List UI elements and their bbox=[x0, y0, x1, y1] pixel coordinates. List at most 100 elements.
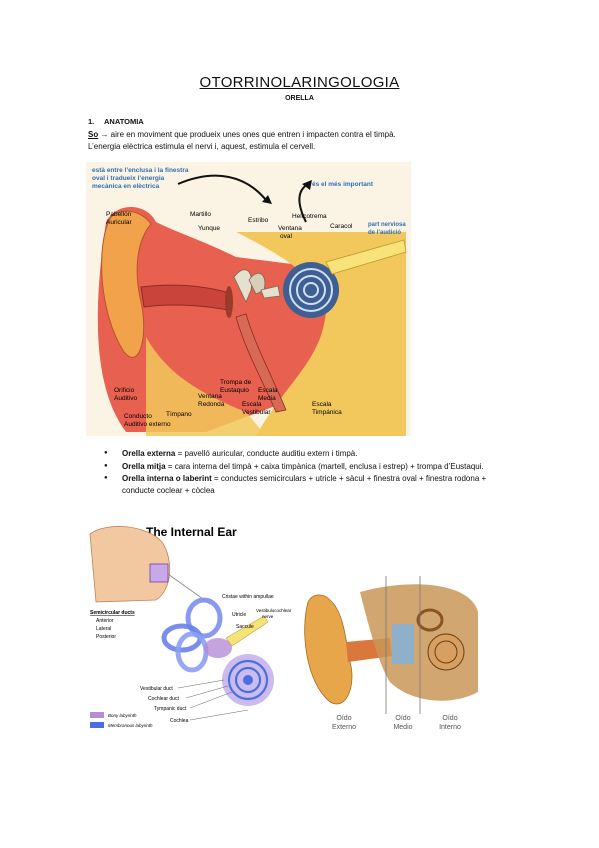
label-escala-media-2: Media bbox=[258, 395, 276, 402]
temporal-bone-shape bbox=[236, 232, 406, 436]
list-item-inner-ear: Orella interna o laberint = conductes se… bbox=[104, 473, 504, 496]
label-vestibulocochlear-2: nerve bbox=[262, 614, 274, 619]
label-caracol: Caracol bbox=[330, 223, 353, 230]
cochlea-apex bbox=[243, 675, 253, 685]
label-yunque: Yunque bbox=[198, 225, 220, 232]
list-item-middle-ear: Orella mitja = cara interna del timpà + … bbox=[104, 461, 504, 473]
label-ventana-oval-1: Ventana bbox=[278, 225, 302, 232]
label-cochlea: Cochlea bbox=[170, 718, 189, 724]
middle-ear-text: = cara interna del timpà + caixa timpàni… bbox=[165, 461, 484, 471]
temporal-bone-shape bbox=[360, 584, 478, 701]
region-middle-1: Oído bbox=[395, 715, 410, 722]
cochlea-turn-2 bbox=[296, 275, 326, 305]
section-number: 1. bbox=[88, 117, 95, 126]
list-item-outer-ear: Orella externa = pavelló auricular, cond… bbox=[104, 448, 504, 460]
section-heading: 1. ANATOMIA bbox=[88, 117, 144, 126]
tympanic-membrane-shape bbox=[225, 286, 233, 318]
region-inner-2: Interno bbox=[439, 724, 461, 731]
label-conducto-2: Auditivo externo bbox=[124, 421, 171, 428]
label-escala-vestibular-2: Vestibular bbox=[242, 409, 271, 416]
legend-swatch-membranous bbox=[90, 722, 104, 728]
label-orificio-2: Auditivo bbox=[114, 395, 138, 402]
intro-term: So bbox=[88, 130, 99, 139]
legend-swatch-bony bbox=[90, 712, 104, 718]
cochlea-turn-3 bbox=[303, 282, 319, 298]
label-tympanic-duct: Tympanic duct bbox=[154, 706, 187, 712]
middle-ear-label: Orella mitja bbox=[122, 461, 166, 471]
label-pabellon-1: Pabellón bbox=[106, 211, 132, 218]
label-orificio-1: Orificio bbox=[114, 387, 135, 394]
canal-anterior-shape bbox=[185, 597, 223, 639]
auricle-shape bbox=[101, 210, 152, 358]
cochlea-shape bbox=[283, 262, 339, 318]
legend-label-bony: Bony labyrinth bbox=[108, 713, 137, 718]
label-martillo: Martillo bbox=[190, 211, 211, 218]
cochlea-turn bbox=[434, 640, 458, 664]
ear-regions-figure: Oído Externo Oído Medio Oído Interno bbox=[300, 572, 480, 734]
label-saccule: Saccule bbox=[236, 624, 254, 630]
label-escala-media-1: Escala bbox=[258, 387, 278, 394]
document-title: OTORRINOLARINGOLOGIA bbox=[199, 74, 400, 91]
middle-ear-cavity-shape bbox=[392, 624, 414, 664]
ear-parts-list: Orella externa = pavelló auricular, cond… bbox=[104, 448, 504, 497]
cochlea-turn-1 bbox=[227, 659, 269, 701]
inner-ear-text: = conductes semicirculars + utricle + sà… bbox=[122, 474, 487, 495]
outer-ear-shape bbox=[304, 594, 353, 705]
inset-highlight-box bbox=[149, 563, 169, 583]
outer-ear-label: Orella externa bbox=[122, 449, 176, 458]
label-ventana-redonda-1: Ventana bbox=[198, 393, 222, 400]
arrow-to-cochlea-head bbox=[302, 180, 312, 190]
section-title: ANATOMIA bbox=[104, 117, 144, 126]
label-leader-lines bbox=[177, 679, 249, 721]
label-ventana-redonda-2: Redonda bbox=[198, 401, 225, 408]
ear-anatomy-figure: està entre l’enclusa i la finestra oval … bbox=[86, 162, 411, 436]
label-pabellon-2: Auricular bbox=[106, 219, 132, 226]
intro-line-1: So → aire en moviment que produeix unes … bbox=[88, 129, 396, 141]
document-subtitle: ORELLA bbox=[285, 95, 314, 102]
label-posterior: Posterior bbox=[96, 634, 116, 640]
region-inner-1: Oído bbox=[442, 715, 457, 722]
semicircular-canal-shape bbox=[416, 608, 444, 632]
label-vestibulocochlear-1: Vestibulocochlear bbox=[256, 608, 292, 613]
label-trompa-2: Eustaquio bbox=[220, 387, 249, 394]
auditory-nerve-shape bbox=[325, 239, 407, 275]
inner-ear-label: Orella interna o laberint bbox=[122, 474, 212, 483]
label-escala-timpanica-1: Escala bbox=[312, 401, 332, 408]
head-inset-shape bbox=[89, 526, 171, 603]
outer-ear-text: = pavelló auricular, conducte auditiu ex… bbox=[175, 449, 358, 458]
lower-bone-shape bbox=[146, 337, 266, 436]
arrow-to-stapes bbox=[177, 174, 267, 201]
label-escala-timpanica-2: Timpánica bbox=[312, 409, 342, 416]
label-estribo: Estribo bbox=[248, 217, 269, 224]
arrow-to-stapes-head bbox=[262, 195, 272, 204]
note-nerve-line-2: de l’audició bbox=[368, 230, 401, 236]
label-utricle: Utricle bbox=[232, 612, 246, 618]
note-nerve-line-1: part nerviosa bbox=[368, 222, 406, 228]
note-stapes-line-1: està entre l’enclusa i la finestra bbox=[92, 167, 189, 174]
malleus-shape bbox=[233, 269, 253, 303]
stapes-shape bbox=[260, 285, 281, 299]
label-lateral: Lateral bbox=[96, 626, 111, 632]
cochlea-shape bbox=[427, 633, 465, 671]
intro-line-2: L’energia elèctrica estimula el nervi i,… bbox=[88, 142, 316, 151]
intro-text-1: → aire en moviment que produeix unes one… bbox=[98, 130, 396, 139]
cochlea-turn-1 bbox=[289, 268, 333, 312]
label-cristae: Cristae within ampullae bbox=[222, 594, 274, 600]
note-stapes-line-3: mecànica en elèctrica bbox=[92, 183, 160, 190]
label-cochlear-duct: Cochlear duct bbox=[148, 696, 179, 702]
label-ventana-oval-2: oval bbox=[280, 233, 292, 240]
cochlea-turn-2 bbox=[234, 666, 262, 694]
label-semicircular-ducts: Semicircular ducts bbox=[90, 610, 135, 616]
region-middle-2: Medio bbox=[393, 724, 412, 731]
label-escala-vestibular-1: Escala bbox=[242, 401, 262, 408]
internal-ear-title: The Internal Ear bbox=[146, 525, 237, 539]
region-outer-1: Oído bbox=[336, 715, 351, 722]
legend-label-membranous: Membranous labyrinth bbox=[108, 723, 153, 728]
eustachian-tube-shape bbox=[235, 313, 287, 413]
label-vestibular-duct: Vestibular duct bbox=[140, 686, 173, 692]
label-anterior: Anterior bbox=[96, 618, 114, 624]
region-outer-2: Externo bbox=[332, 724, 356, 731]
vestibulocochlear-nerve-shape bbox=[225, 615, 269, 647]
label-conducto-1: Conducto bbox=[124, 413, 152, 420]
